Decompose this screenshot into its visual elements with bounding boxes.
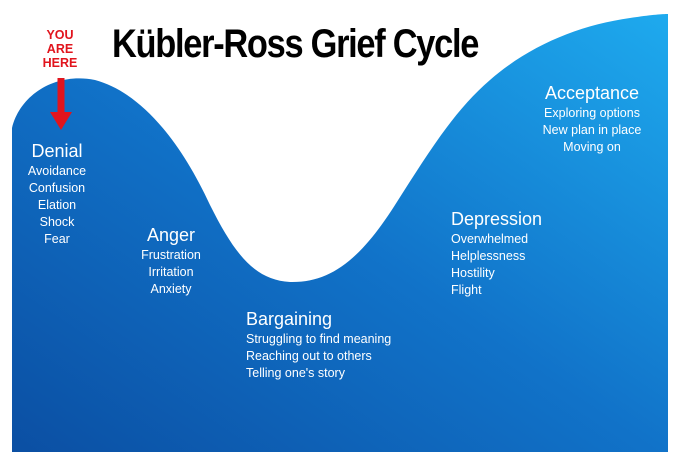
stage-acceptance: Acceptance Exploring options New plan in… — [530, 82, 654, 156]
stage-title: Denial — [31, 141, 83, 161]
stage-denial: Denial Avoidance Confusion Elation Shock… — [14, 140, 100, 248]
stage-item: Confusion — [28, 181, 86, 195]
stage-item: Exploring options — [544, 106, 640, 120]
stage-title: Acceptance — [544, 83, 640, 103]
stage-item: Hostility — [451, 266, 495, 280]
stage-title: Anger — [146, 225, 196, 245]
stage-item: Fear — [44, 232, 70, 246]
marker-line: HERE — [42, 56, 78, 70]
stage-item: Flight — [451, 283, 482, 297]
stage-item: Telling one's story — [246, 366, 345, 380]
stage-item: Frustration — [141, 248, 201, 262]
marker-line: YOU — [46, 28, 74, 42]
stage-item: New plan in place — [542, 123, 642, 137]
stage-item: Irritation — [148, 265, 194, 279]
page-title: Kübler-Ross Grief Cycle — [112, 22, 479, 66]
stage-item: Anxiety — [150, 282, 192, 296]
stage-title: Depression — [451, 209, 543, 229]
stage-depression: Depression Overwhelmed Helplessness Host… — [451, 208, 581, 299]
stage-item: Helplessness — [451, 249, 526, 263]
stage-item: Struggling to find meaning — [246, 332, 392, 346]
marker-line: ARE — [46, 42, 74, 56]
stage-item: Reaching out to others — [246, 349, 372, 363]
stage-anger: Anger Frustration Irritation Anxiety — [128, 224, 214, 298]
stage-item: Overwhelmed — [451, 232, 529, 246]
stage-item: Moving on — [563, 140, 621, 154]
stage-item: Elation — [37, 198, 77, 212]
stage-item: Avoidance — [27, 164, 87, 178]
you-are-here-arrow-icon — [50, 78, 72, 130]
stage-bargaining: Bargaining Struggling to find meaning Re… — [246, 308, 446, 382]
grief-curve-area — [12, 14, 668, 452]
stage-title: Bargaining — [246, 309, 333, 329]
stage-item: Shock — [39, 215, 75, 229]
you-are-here-label: YOU ARE HERE — [30, 28, 90, 70]
